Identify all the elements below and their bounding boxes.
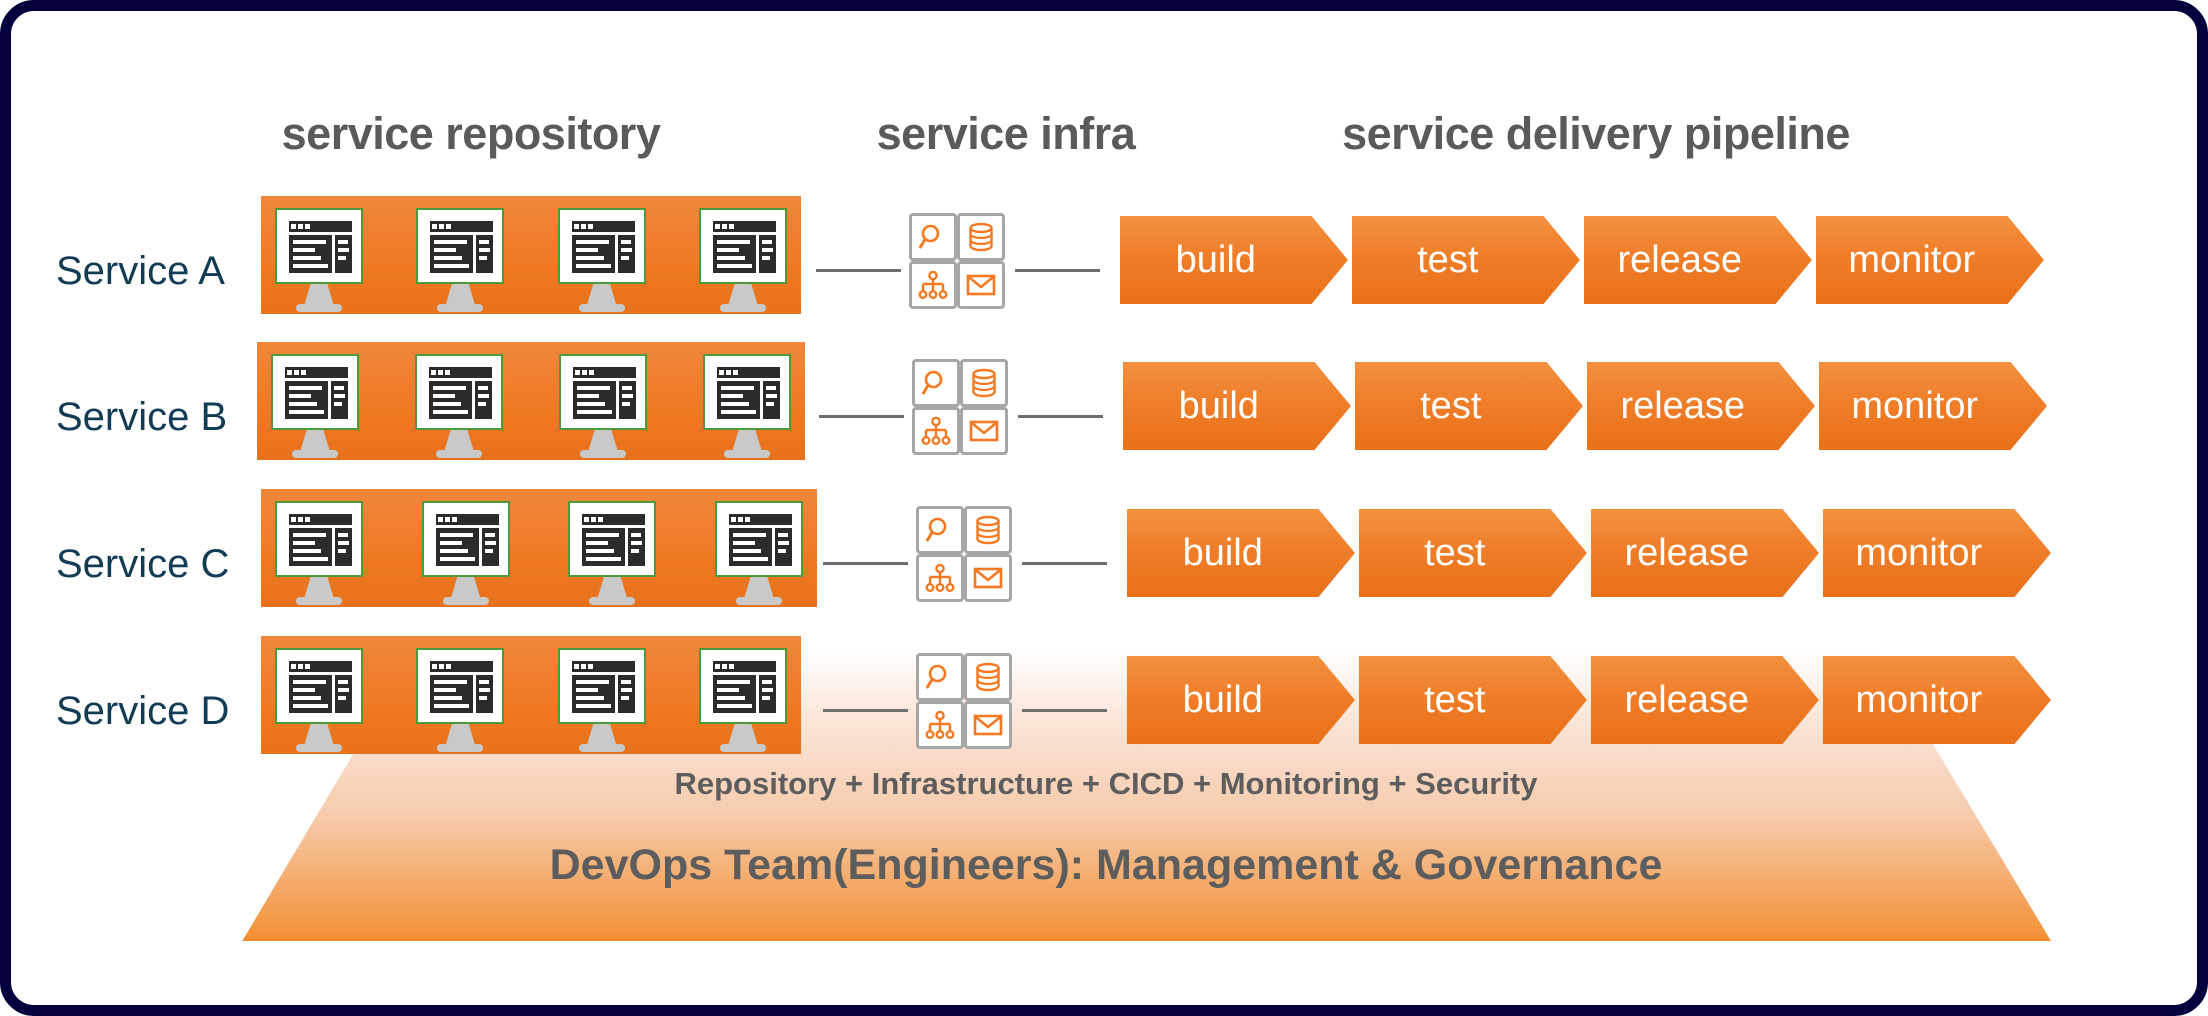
monitor-icon: [421, 501, 510, 605]
pipeline-stage-label: monitor: [1848, 239, 1976, 281]
column-title-service-infra: service infra: [876, 108, 1136, 159]
monitor-icon: [698, 648, 787, 752]
pipeline-stage-label: test: [1420, 385, 1482, 427]
service-row-b: Service B: [11, 342, 2197, 492]
pipeline-stage-label: build: [1175, 239, 1256, 281]
monitor-icon: [568, 501, 657, 605]
connector-line-infra-to-pipeline: [1022, 562, 1107, 565]
connector-line-repo-to-infra: [823, 709, 908, 712]
pipeline-stage-test[interactable]: test: [1359, 656, 1587, 744]
pipeline-stage-monitor[interactable]: monitor: [1819, 362, 2047, 450]
monitor-icon: [415, 354, 503, 458]
repository-band-a[interactable]: [261, 196, 801, 314]
pipeline-stage-label: release: [1620, 385, 1746, 427]
database-icon[interactable]: [957, 213, 1005, 261]
service-row-c: Service C: [11, 489, 2197, 639]
pipeline-stage-monitor[interactable]: monitor: [1823, 509, 2051, 597]
pipeline-stage-label: test: [1417, 239, 1479, 281]
database-icon[interactable]: [960, 359, 1008, 407]
pipeline-stage-build[interactable]: build: [1123, 362, 1351, 450]
repository-band-b[interactable]: [257, 342, 805, 460]
pipeline-stage-label: build: [1182, 679, 1263, 721]
pipeline-b: build test release monitor: [1123, 362, 2047, 450]
service-row-d: Service D: [11, 636, 2197, 786]
pipeline-stage-build[interactable]: build: [1127, 509, 1355, 597]
pipeline-stage-label: monitor: [1855, 679, 1983, 721]
connector-line-repo-to-infra: [823, 562, 908, 565]
pipeline-stage-label: test: [1424, 679, 1486, 721]
pipeline-c: build test release monitor: [1127, 509, 2051, 597]
column-title-service-repository: service repository: [281, 108, 661, 159]
service-label-b: Service B: [56, 395, 228, 439]
monitor-icon: [559, 354, 647, 458]
pipeline-stage-test[interactable]: test: [1355, 362, 1583, 450]
connector-line-infra-to-pipeline: [1018, 415, 1103, 418]
monitor-icon: [698, 208, 787, 312]
search-icon[interactable]: [916, 506, 964, 554]
pipeline-stage-release[interactable]: release: [1591, 656, 1819, 744]
infra-icon-grid-c[interactable]: [916, 506, 1012, 602]
search-icon[interactable]: [916, 653, 964, 701]
mail-icon[interactable]: [960, 407, 1008, 455]
pipeline-stage-label: release: [1617, 239, 1743, 281]
connector-line-repo-to-infra: [819, 415, 904, 418]
diagram-canvas: Repository + Infrastructure + CICD + Mon…: [11, 11, 2197, 1005]
pipeline-stage-build[interactable]: build: [1120, 216, 1348, 304]
pipeline-stage-test[interactable]: test: [1352, 216, 1580, 304]
mail-icon[interactable]: [957, 261, 1005, 309]
service-label-a: Service A: [56, 249, 225, 293]
monitor-icon: [271, 354, 359, 458]
monitor-icon: [703, 354, 791, 458]
service-label-d: Service D: [56, 689, 230, 733]
monitor-icon: [275, 501, 363, 605]
monitor-icon: [714, 501, 803, 605]
connector-line-repo-to-infra: [816, 269, 901, 272]
pipeline-stage-label: release: [1624, 679, 1750, 721]
mail-icon[interactable]: [964, 554, 1012, 602]
repository-band-d[interactable]: [261, 636, 801, 754]
pipeline-d: build test release monitor: [1127, 656, 2051, 744]
pipeline-stage-monitor[interactable]: monitor: [1816, 216, 2044, 304]
search-icon[interactable]: [912, 359, 960, 407]
pipeline-stage-label: monitor: [1855, 532, 1983, 574]
pipeline-stage-release[interactable]: release: [1587, 362, 1815, 450]
pipeline-stage-label: build: [1178, 385, 1259, 427]
monitor-icon: [416, 208, 505, 312]
repository-band-c[interactable]: [261, 489, 817, 607]
pipeline-stage-build[interactable]: build: [1127, 656, 1355, 744]
pipeline-stage-label: build: [1182, 532, 1263, 574]
infra-icon-grid-d[interactable]: [916, 653, 1012, 749]
pipeline-stage-release[interactable]: release: [1591, 509, 1819, 597]
monitor-icon: [275, 648, 363, 752]
connector-line-infra-to-pipeline: [1015, 269, 1100, 272]
monitor-icon: [416, 648, 505, 752]
mail-icon[interactable]: [964, 701, 1012, 749]
infra-icon-grid-a[interactable]: [909, 213, 1005, 309]
pipeline-stage-monitor[interactable]: monitor: [1823, 656, 2051, 744]
pipeline-stage-label: test: [1424, 532, 1486, 574]
database-icon[interactable]: [964, 653, 1012, 701]
sitemap-icon[interactable]: [916, 701, 964, 749]
monitor-icon: [275, 208, 363, 312]
service-row-a: Service A: [11, 196, 2197, 346]
monitor-icon: [557, 648, 646, 752]
pipeline-stage-label: monitor: [1851, 385, 1979, 427]
search-icon[interactable]: [909, 213, 957, 261]
database-icon[interactable]: [964, 506, 1012, 554]
sitemap-icon[interactable]: [916, 554, 964, 602]
sitemap-icon[interactable]: [912, 407, 960, 455]
pipeline-stage-test[interactable]: test: [1359, 509, 1587, 597]
monitor-icon: [557, 208, 646, 312]
sitemap-icon[interactable]: [909, 261, 957, 309]
pipeline-stage-release[interactable]: release: [1584, 216, 1812, 304]
column-title-service-delivery-pipeline: service delivery pipeline: [1342, 108, 1850, 159]
service-label-c: Service C: [56, 542, 230, 586]
foundation-team-text: DevOps Team(Engineers): Management & Gov…: [549, 841, 1663, 889]
connector-line-infra-to-pipeline: [1022, 709, 1107, 712]
pipeline-stage-label: release: [1624, 532, 1750, 574]
infra-icon-grid-b[interactable]: [912, 359, 1008, 455]
foundation-capabilities-text: Repository + Infrastructure + CICD + Mon…: [674, 766, 1538, 801]
pipeline-a: build test release monitor: [1120, 216, 2044, 304]
